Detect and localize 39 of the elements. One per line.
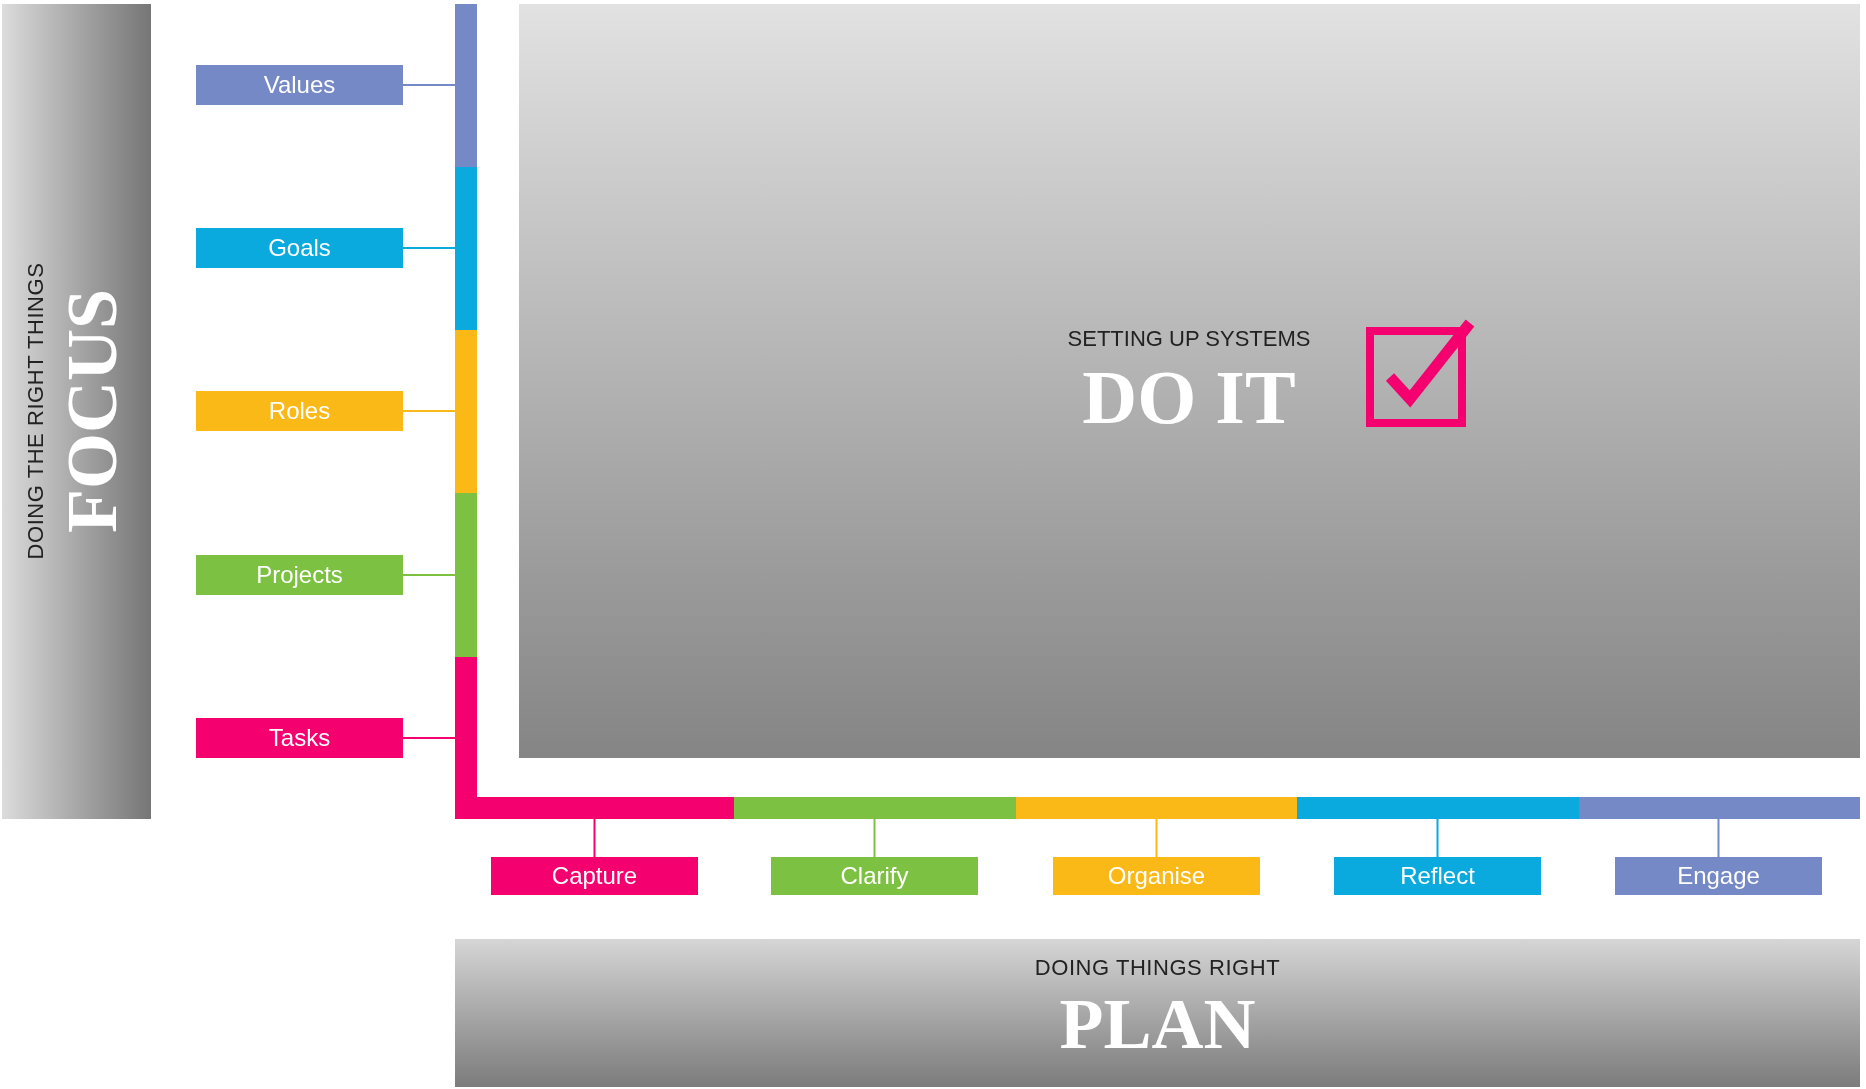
color-bar-segment — [455, 4, 477, 167]
label-box: Clarify — [771, 857, 978, 895]
connector-line — [402, 574, 456, 576]
color-bar-segment — [734, 797, 1016, 819]
color-bar-segment — [1579, 797, 1860, 819]
connector-line — [1155, 818, 1158, 858]
label-box: Goals — [196, 228, 403, 268]
panel — [455, 939, 1860, 1087]
connector-line — [1717, 818, 1720, 858]
color-bar-segment — [455, 657, 477, 797]
panel — [2, 4, 151, 819]
connector-line — [402, 84, 456, 86]
label-box: Organise — [1053, 857, 1260, 895]
color-bar-segment — [1297, 797, 1579, 819]
color-bar-segment — [455, 797, 734, 819]
panel-title: DO IT — [1082, 359, 1296, 435]
connector-line — [402, 410, 456, 412]
label-box: Values — [196, 65, 403, 105]
label-box: Engage — [1615, 857, 1822, 895]
panel — [519, 4, 1860, 758]
connector-line — [1436, 818, 1439, 858]
connector-line — [402, 737, 456, 739]
color-bar-segment — [1016, 797, 1297, 819]
panel-title: PLAN — [1059, 988, 1256, 1060]
panel-subtitle: SETTING UP SYSTEMS — [1067, 325, 1311, 353]
label-box: Roles — [196, 391, 403, 431]
label-box: Tasks — [196, 718, 403, 758]
connector-line — [593, 818, 596, 858]
label-box: Capture — [491, 857, 698, 895]
panel-title: FOCUS — [56, 289, 128, 533]
panel-subtitle: DOING THE RIGHT THINGS — [21, 262, 49, 560]
color-bar-segment — [455, 167, 477, 330]
label-box: Reflect — [1334, 857, 1541, 895]
connector-line — [873, 818, 876, 858]
panel-subtitle: DOING THINGS RIGHT — [1034, 954, 1281, 982]
color-bar-segment — [455, 493, 477, 657]
label-box: Projects — [196, 555, 403, 595]
connector-line — [402, 247, 456, 249]
color-bar-segment — [455, 330, 477, 493]
